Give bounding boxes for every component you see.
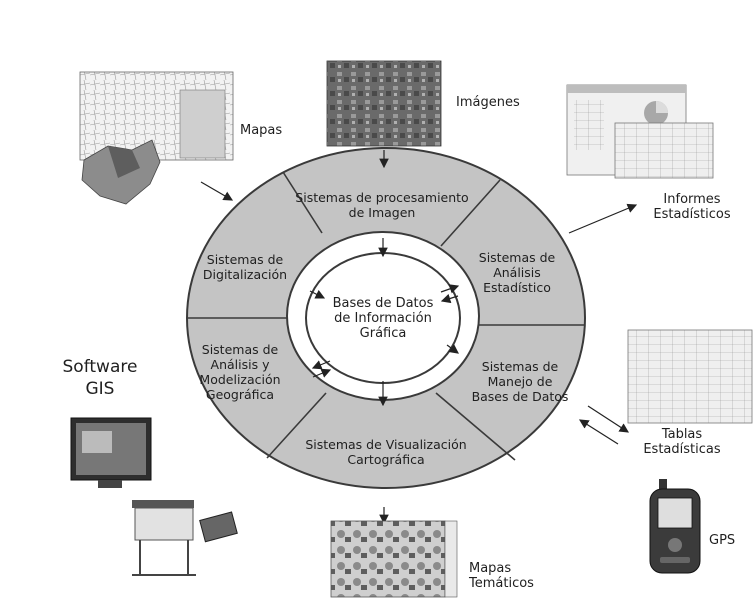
sector-label-line: Sistemas de procesamiento (295, 190, 469, 205)
outer-arrows (200, 150, 638, 525)
external-label-line: Temáticos (469, 576, 534, 591)
sector-label-line: Bases de Datos (471, 389, 569, 404)
sector-label-line: Sistemas de (201, 342, 279, 357)
sector-label-line: Cartográfica (347, 452, 425, 467)
aerial-image (326, 60, 442, 147)
informes-image (566, 84, 714, 179)
external-label-line: Mapas (240, 123, 283, 138)
external-label-line: Imágenes (456, 95, 520, 110)
label-software-gis: Software GIS (50, 356, 150, 400)
plotter-icon (132, 500, 196, 576)
external-label-line: GPS (709, 533, 736, 548)
computer-monitor-icon (70, 417, 152, 488)
tablas-image (627, 329, 753, 424)
external-label-line: Informes (663, 192, 721, 207)
divider-line (266, 392, 327, 459)
arrow-tablas-in (578, 419, 619, 445)
external-label-line: Mapas (469, 561, 512, 576)
external-label-line: Software (62, 357, 138, 377)
external-label-line: Estadísticos (653, 207, 731, 222)
sector-label-line: Manejo de (487, 374, 553, 389)
label-mapas-tematicos: Mapas Temáticos (469, 561, 549, 591)
sector-modelizacion-geografica: Sistemas de Análisis y Modelización Geog… (181, 342, 299, 402)
sector-label-line: Sistemas de (478, 250, 556, 265)
mapas-tematicos-image (330, 520, 458, 598)
arrow-tablas-out (587, 405, 630, 433)
sector-label-line: Análisis y (210, 357, 270, 372)
mapas-image (79, 71, 234, 205)
label-tablas-estadisticas: Tablas Estadísticas (632, 427, 732, 457)
sector-label-line: Sistemas de (481, 359, 559, 374)
center-label-line: de Información (334, 311, 432, 326)
sector-label-line: Análisis (493, 265, 541, 280)
sector-analisis-estadistico: Sistemas de Análisis Estadístico (458, 250, 576, 295)
divider-line (282, 171, 323, 234)
external-label-line: Estadísticas (643, 442, 721, 457)
sector-digitalizacion: Sistemas de Digitalización (180, 252, 310, 282)
sector-label-line: de Imagen (348, 205, 416, 220)
center-label-line: Bases de Datos (332, 296, 434, 311)
sector-label-line: Estadístico (483, 280, 551, 295)
sector-visualizacion-cartografica: Sistemas de Visualización Cartográfica (266, 437, 506, 467)
sector-procesamiento-imagen: Sistemas de procesamiento de Imagen (262, 190, 502, 220)
divider-line (440, 179, 501, 247)
label-imagenes: Imágenes (456, 95, 536, 110)
label-mapas: Mapas (240, 123, 300, 138)
external-label-line: GIS (85, 379, 115, 399)
inner-arrows (309, 238, 460, 407)
divider-line (435, 392, 516, 461)
sector-label-line: Sistemas de (206, 252, 284, 267)
external-label-line: Tablas (661, 427, 703, 442)
label-informes-estadisticos: Informes Estadísticos (644, 192, 740, 222)
gps-icon (649, 479, 701, 574)
label-gps: GPS (709, 533, 749, 548)
sector-label-line: Modelización (199, 372, 281, 387)
sector-manejo-bases-datos: Sistemas de Manejo de Bases de Datos (458, 359, 582, 404)
center-label-line: Gráfica (359, 326, 407, 341)
sector-label-line: Digitalización (202, 267, 288, 282)
sector-label-line: Sistemas de Visualización (305, 437, 467, 452)
center-label: Bases de Datos de Información Gráfica (318, 296, 448, 341)
arrow-informes (568, 203, 638, 234)
sector-label-line: Geográfica (205, 387, 275, 402)
tablet-icon (199, 511, 238, 543)
arrow-mapas (200, 181, 234, 201)
